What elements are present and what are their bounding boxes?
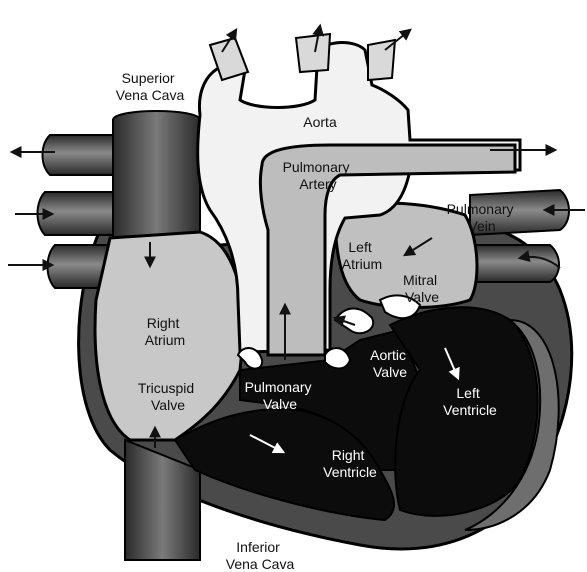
label-aorta: Aorta — [303, 114, 337, 130]
superior-vena-cava — [113, 111, 200, 240]
label-inferior-vena-cava: Inferior Vena Cava — [226, 539, 295, 572]
label-mitral-valve: Mitral Valve — [403, 272, 441, 305]
arrow-aorta-branch-3 — [385, 30, 410, 50]
label-right-atrium: Right Atrium — [145, 315, 185, 348]
label-superior-vena-cava: Superior Vena Cava — [116, 70, 185, 103]
aortic-branches — [210, 34, 395, 80]
label-aortic-valve: Aortic Valve — [370, 347, 410, 380]
